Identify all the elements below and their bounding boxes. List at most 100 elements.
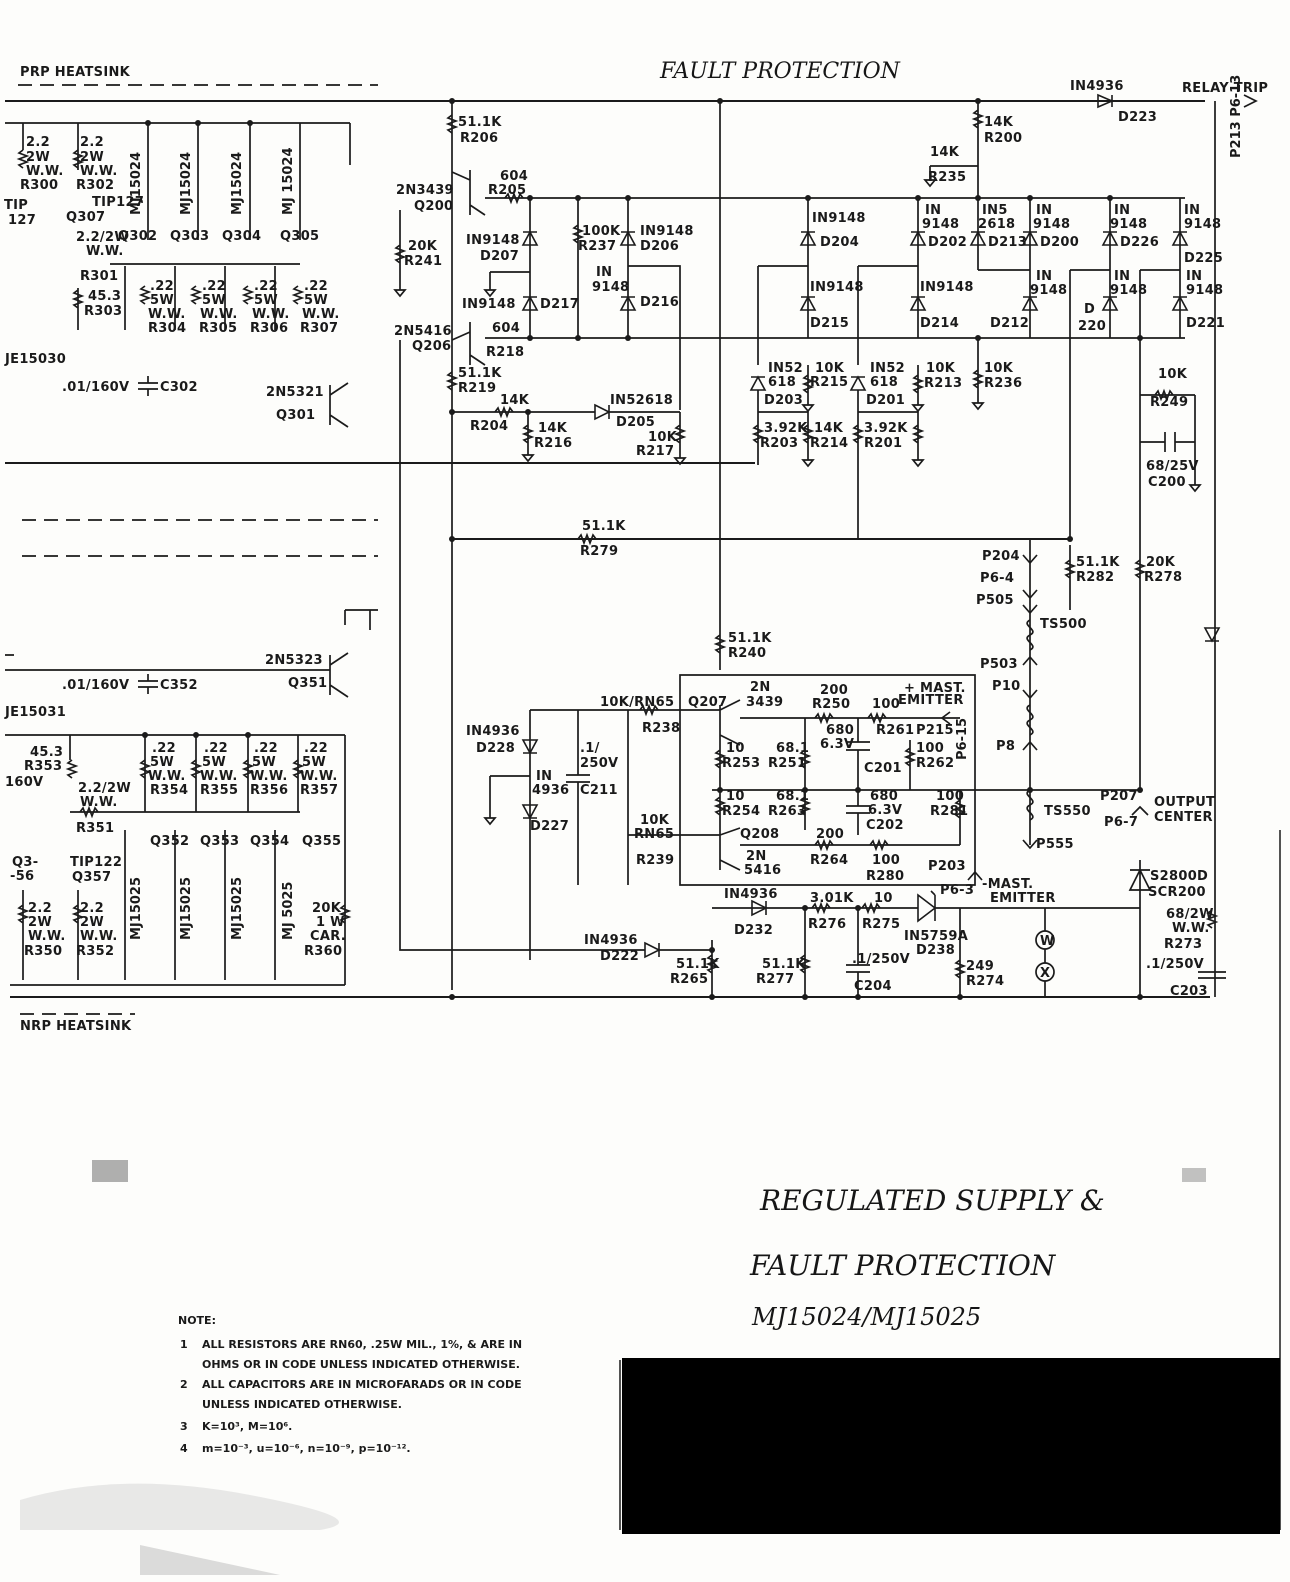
r262-value: 100 — [916, 741, 944, 756]
handwritten-title-line2: FAULT PROTECTION — [749, 1249, 1057, 1282]
d220-prefix: IN — [1114, 269, 1130, 284]
r238-value: 10K/RN65 — [600, 695, 674, 710]
r250-ref: R250 — [812, 697, 850, 712]
c200-ref: C200 — [1148, 475, 1186, 490]
r352-power: 2W — [80, 915, 104, 930]
scan-smear — [20, 1483, 339, 1530]
c201-ref: C201 — [864, 761, 902, 776]
diode-array: 14K R200 14K R235 IN9148 D204 IN9148 D21… — [757, 101, 1225, 539]
q208-type-a: 2N — [746, 849, 767, 864]
diode-d212 — [1021, 295, 1039, 311]
note-2-num: 2 — [180, 1378, 188, 1391]
q303-type: MJ15024 — [179, 152, 194, 215]
d202-ref: D202 — [928, 235, 967, 250]
r263-ref: R263 — [768, 804, 806, 819]
r249-c200: 10K R249 68/25V C200 — [1139, 360, 1202, 790]
fault-sense-circuit: 51.1K R206 2N3439 Q200 604 R205 20K R241… — [393, 101, 1185, 990]
r302-power: 2W — [80, 150, 104, 165]
diode-d232 — [751, 899, 768, 917]
r274-ref: R274 — [966, 974, 1004, 989]
diode-d226 — [1101, 230, 1119, 246]
r236-ref: R236 — [984, 376, 1022, 391]
d227-prefix: IN — [536, 769, 552, 784]
q303-ref: Q303 — [170, 229, 209, 244]
diode-d202 — [909, 230, 927, 246]
r305-value: .22 — [202, 279, 226, 294]
redaction-block — [622, 1358, 1280, 1534]
c204-ref: C204 — [854, 979, 892, 994]
relay-pins-label: P213 P6-13 — [1229, 75, 1244, 158]
d206-type: IN9148 — [640, 224, 694, 239]
r218-value: 604 — [492, 321, 520, 336]
r279-ref: R279 — [580, 544, 618, 559]
c203-ref: C203 — [1170, 984, 1208, 999]
d220-ref: 220 — [1078, 319, 1106, 334]
q351-type: 2N5323 — [265, 653, 323, 668]
je15031-label: JE15031 — [4, 705, 66, 720]
diode-d215 — [799, 295, 817, 311]
d213-ref: D213 — [988, 235, 1027, 250]
relay-diode-label: IN4936 — [1070, 79, 1124, 94]
r360-value: 20K — [312, 901, 342, 916]
diode-d217 — [521, 295, 539, 311]
diode-d207 — [521, 230, 539, 246]
d228-type: IN4936 — [466, 724, 520, 739]
d202-type: 9148 — [922, 217, 959, 232]
r300-value: 2.2 — [26, 135, 50, 150]
r200-ref: R200 — [984, 131, 1022, 146]
r235-ref: R235 — [928, 170, 966, 185]
note-1-line2: OHMS OR IN CODE UNLESS INDICATED OTHERWI… — [202, 1358, 520, 1371]
r253-value: 10 — [726, 741, 745, 756]
d204-type: IN9148 — [812, 211, 866, 226]
r277-value: 51.1K — [762, 957, 806, 972]
r280-value: 100 — [872, 853, 900, 868]
relay-connector — [1243, 94, 1258, 108]
r304-value: .22 — [150, 279, 174, 294]
d203-num: 618 — [768, 375, 796, 390]
center-label: CENTER — [1154, 810, 1213, 825]
diode-d213 — [969, 230, 987, 246]
r281-value: 100 — [936, 789, 964, 804]
d225-type: 9148 — [1184, 217, 1221, 232]
p6-4-label: P6-4 — [980, 571, 1014, 586]
page-title: FAULT PROTECTION — [659, 59, 901, 84]
c202-value: 680 — [870, 789, 898, 804]
r275-ref: R275 — [862, 917, 900, 932]
q206-type: 2N5416 — [394, 324, 452, 339]
d227-type: 4936 — [532, 783, 569, 798]
r354-power: 5W — [150, 755, 174, 770]
r278-value: 20K — [1146, 555, 1176, 570]
r304-ref: R304 — [148, 321, 186, 336]
diode-d228 — [521, 739, 539, 755]
r306-power: 5W — [254, 293, 278, 308]
r356-ref: R356 — [250, 783, 288, 798]
p555-label: P555 — [1036, 837, 1074, 852]
r301-value: 2.2/2W — [76, 230, 129, 245]
p6-15-label: P6-15 — [955, 718, 970, 760]
d226-type: 9148 — [1110, 217, 1147, 232]
r206-value: 51.1K — [458, 115, 502, 130]
r355-ref: R355 — [200, 783, 238, 798]
r351-value: 2.2/2W — [78, 781, 131, 796]
r306-value: .22 — [254, 279, 278, 294]
r205-ref: R205 — [488, 183, 526, 198]
r360-ref: R360 — [304, 944, 342, 959]
d220-label: D — [1084, 302, 1095, 317]
d226-prefix: IN — [1114, 203, 1130, 218]
relay-trip-label: RELAY TRIP — [1182, 81, 1268, 96]
r352-ref: R352 — [76, 944, 114, 959]
r240-ref: R240 — [728, 646, 766, 661]
d200-prefix: IN — [1036, 203, 1052, 218]
r351-ref: R351 — [76, 821, 114, 836]
r304-type: W.W. — [148, 307, 186, 322]
r350-value: 2.2 — [28, 901, 52, 916]
diode-d220 — [1101, 295, 1119, 311]
r215-value: 10K — [815, 361, 845, 376]
r351-type: W.W. — [80, 795, 118, 810]
r305-type: W.W. — [200, 307, 238, 322]
relay-diode-ref: D223 — [1118, 110, 1157, 125]
r216-value: 14K — [538, 421, 568, 436]
d205-type: IN52618 — [610, 393, 673, 408]
q302-ref: Q302 — [118, 229, 157, 244]
